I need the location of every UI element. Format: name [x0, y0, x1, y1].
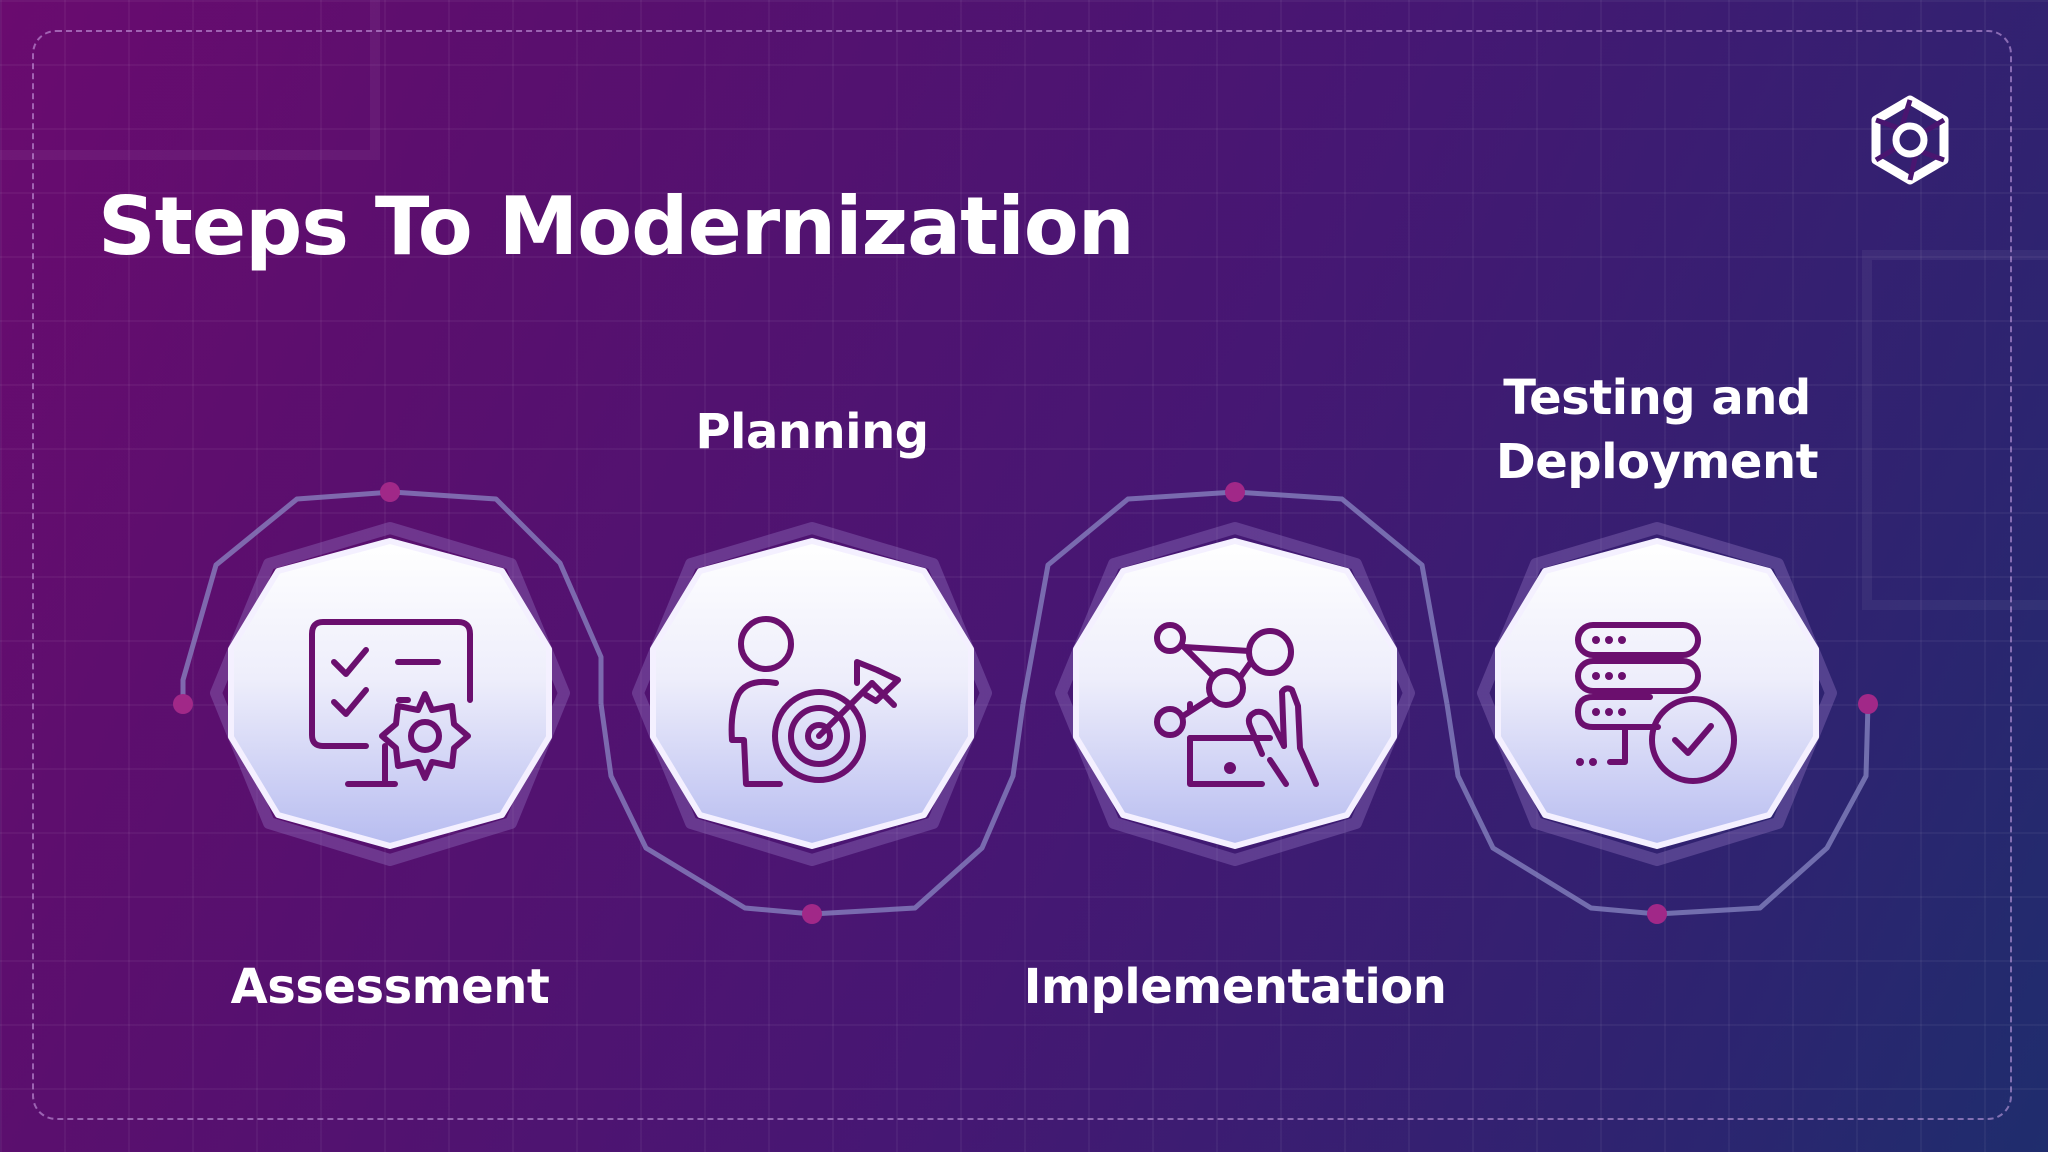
server-check-icon — [1575, 622, 1737, 784]
node-badge-implementation — [1073, 538, 1397, 849]
node-badge-assessment — [228, 538, 552, 849]
page-title: Steps To Modernization — [98, 180, 1135, 273]
server-led-dots — [1576, 636, 1626, 766]
connector-dot-testing-right — [1858, 694, 1878, 714]
checklist-monitor-gear-icon — [309, 619, 473, 787]
node-ring-assessment — [210, 522, 570, 866]
node-ring-implementation — [1055, 522, 1415, 866]
step-label-implementation: Implementation — [1023, 959, 1447, 1015]
step-node-testing-deployment — [1444, 522, 1878, 924]
connector-dot-planning-bottom — [802, 904, 822, 924]
step-node-assessment — [173, 482, 604, 866]
connector-dot-testing-bottom — [1647, 904, 1667, 924]
connector-dot-assessment-top — [380, 482, 400, 502]
network-mobile-hand-icon — [1154, 622, 1319, 787]
hexagon-swirl-logo-icon — [1871, 95, 1949, 185]
step-node-implementation — [1020, 482, 1450, 866]
step-label-testing-deployment: Testing and Deployment — [1495, 370, 1819, 490]
node-ring-planning — [632, 522, 992, 866]
connector-dot-implementation-top — [1225, 482, 1245, 502]
connector-dot-assessment-left — [173, 694, 193, 714]
step-label-assessment: Assessment — [230, 959, 550, 1015]
node-ring-testing-deployment — [1477, 522, 1837, 866]
step-label-planning: Planning — [695, 404, 929, 460]
person-target-arrow-icon — [728, 616, 901, 787]
step-node-planning — [598, 522, 1026, 924]
